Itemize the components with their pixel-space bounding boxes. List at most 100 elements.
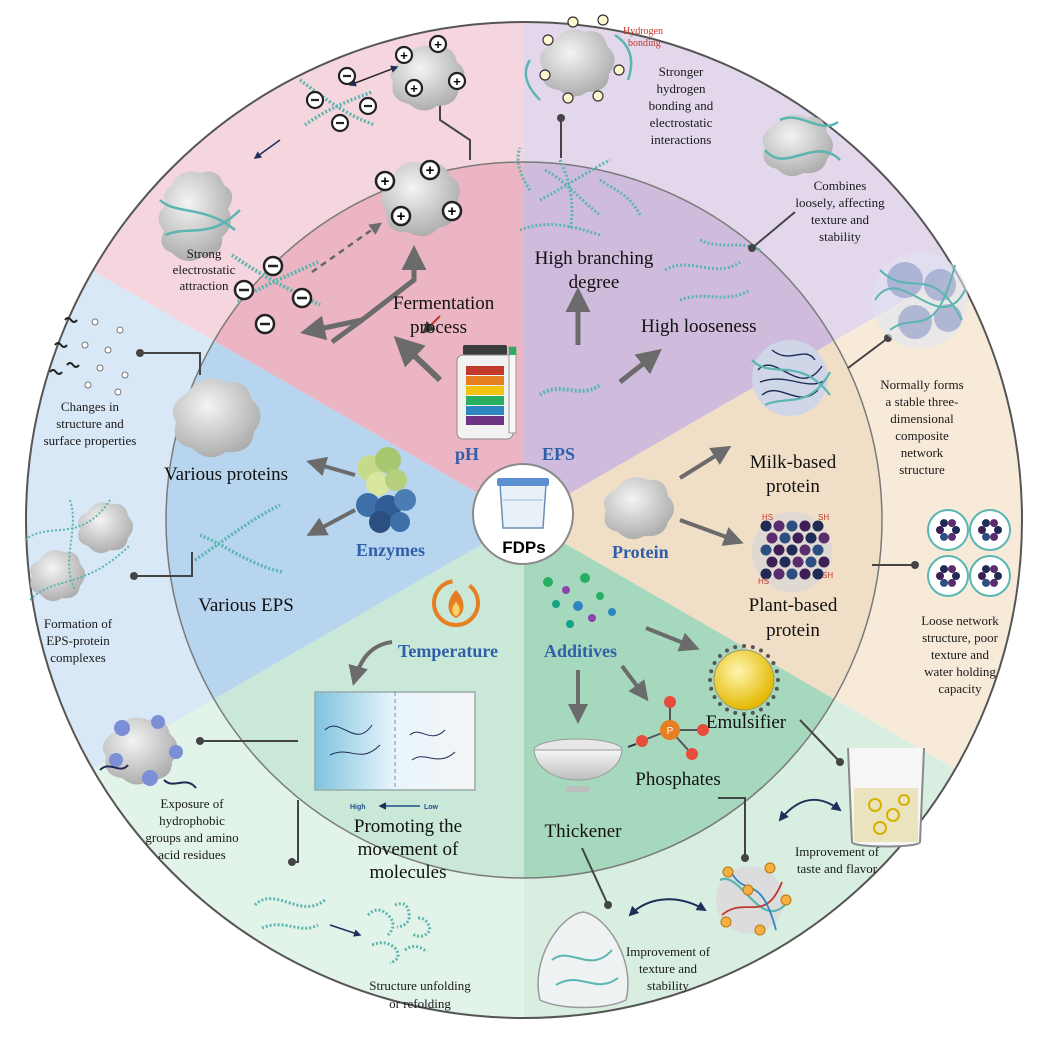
svg-text:SH: SH <box>818 513 829 522</box>
svg-text:+: + <box>434 37 442 52</box>
complex-note-2: EPS-protein <box>46 633 110 648</box>
various-proteins-icon <box>172 378 261 458</box>
svg-text:+: + <box>397 208 406 225</box>
eps-sector: EPS High branching degree High looseness… <box>516 14 885 464</box>
hydrophobic-protein-icon <box>99 715 197 789</box>
additives-sector: Additives Emulsifier P Phosphates <box>533 573 925 1009</box>
changes-connector-line <box>140 352 201 375</box>
hbond-label-2: bonding <box>628 38 661 49</box>
additives-heading: Additives <box>544 641 617 661</box>
loose-note-2: loosely, affecting <box>795 195 885 210</box>
temperature-heading: Temperature <box>398 641 498 661</box>
milk-note-6: structure <box>899 462 945 477</box>
center-label: FDPs <box>502 538 545 557</box>
unfold-arrow-icon <box>329 924 362 937</box>
negative-charges-outer <box>305 66 378 133</box>
protein-sector: Protein Milk-based protein HS SH SH HS P… <box>603 252 1011 696</box>
plant-note-5: capacity <box>938 681 982 696</box>
eps-arrow-right <box>618 348 662 384</box>
texture-double-arrow-icon <box>628 898 707 917</box>
eps-protein-complex-icon <box>24 499 133 602</box>
promote-note-3: molecules <box>369 862 446 883</box>
ph-bottle-icon <box>456 345 517 440</box>
negative-charges-inner <box>233 255 313 335</box>
milk-label-2: protein <box>766 476 820 497</box>
milk-protein-network-icon <box>751 340 831 416</box>
hbond-note-1: Stronger <box>659 64 704 79</box>
loose-note-4: stability <box>819 229 861 244</box>
branching-label-2: degree <box>569 272 620 293</box>
texture-note-2: texture and <box>639 961 698 976</box>
various-proteins-label: Various proteins <box>164 464 288 485</box>
fermentation-label-1: Fermentation <box>393 293 495 314</box>
milk-note-1: Normally forms <box>880 377 963 392</box>
loose-plant-network-icon <box>927 509 1011 597</box>
various-eps-icon <box>194 503 283 574</box>
phosphate-molecule-icon: P <box>627 696 709 760</box>
outer-ring-border <box>25 21 1023 1019</box>
enzymes-sector-inner <box>166 341 524 699</box>
milk-note-4: composite <box>895 428 949 443</box>
protein-sector-inner <box>524 341 882 699</box>
ph-sector: pH Fermentation process + + + + <box>158 34 517 464</box>
emulsifier-connector-line <box>799 719 841 763</box>
unfold-note-1: Structure unfolding <box>369 978 471 993</box>
exposure-note-4: acid residues <box>158 847 226 862</box>
loose-connector-line <box>751 211 796 249</box>
phosphates-connector-line <box>718 797 746 858</box>
center-hub: FDPs <box>472 463 574 565</box>
loose-note-3: texture and <box>811 212 870 227</box>
low-label: Low <box>424 804 439 811</box>
decrease-arrow-icon <box>422 315 441 334</box>
svg-text:+: + <box>381 173 390 190</box>
inner-ring-border <box>165 161 883 879</box>
milk-label-1: Milk-based <box>750 452 837 473</box>
eps-small-chain-icon <box>538 383 602 397</box>
exposure-note-1: Exposure of <box>160 796 224 811</box>
milk-note-2: a stable three- <box>886 394 959 409</box>
promote-note-1: Promoting the <box>354 816 462 837</box>
milk-note-5: network <box>901 445 944 460</box>
svg-text:HS: HS <box>762 513 773 522</box>
hbond-note-3: bonding and <box>649 98 714 113</box>
hbond-label-1: Hydrogen <box>623 26 663 37</box>
enzyme-structure-icon <box>356 447 416 533</box>
ph-heading: pH <box>455 444 479 464</box>
svg-text:+: + <box>426 162 435 179</box>
phosphorylated-protein-icon <box>716 862 792 936</box>
double-arrow-icon <box>348 65 399 87</box>
additives-arrow-phosphates <box>620 664 649 702</box>
plant-note-3: texture and <box>931 647 990 662</box>
changes-note-2: structure and <box>56 416 124 431</box>
unfolding-chain-icon <box>253 897 326 930</box>
aggregated-protein-icon <box>158 171 233 262</box>
enzymes-heading: Enzymes <box>356 540 425 560</box>
protein-heading: Protein <box>612 542 669 562</box>
taste-double-arrow-icon <box>778 798 842 822</box>
svg-text:SH: SH <box>822 571 833 580</box>
high-label: High <box>350 804 366 811</box>
plant-protein-network-icon: HS SH SH HS <box>752 512 833 592</box>
taste-note-1: Improvement of <box>795 844 880 859</box>
plant-note-2: structure, poor <box>922 630 998 645</box>
plant-label-1: Plant-based <box>749 595 838 616</box>
exposure-note-2: hydrophobic <box>159 813 225 828</box>
enzymes-arrow-proteins <box>306 456 356 477</box>
fermentation-label-2: process <box>410 317 467 338</box>
temperature-tank-icon <box>314 691 476 791</box>
positive-charges-outer: + + + + <box>394 34 467 98</box>
hbond-note-4: electrostatic <box>650 115 713 130</box>
composite-network-icon <box>872 252 968 348</box>
various-eps-label: Various EPS <box>198 595 294 616</box>
hbond-note-2: hydrogen <box>656 81 706 96</box>
attraction-note-1: Strong <box>187 246 222 261</box>
complex-note-3: complexes <box>50 650 106 665</box>
loose-protein-icon <box>762 114 833 177</box>
texture-note-3: stability <box>647 978 689 993</box>
enzymes-arrow-eps <box>306 508 356 536</box>
yogurt-cup-icon <box>497 478 549 529</box>
attraction-note-3: attraction <box>179 278 229 293</box>
refolded-chain-icon <box>366 902 432 965</box>
plant-label-2: protein <box>766 620 820 641</box>
